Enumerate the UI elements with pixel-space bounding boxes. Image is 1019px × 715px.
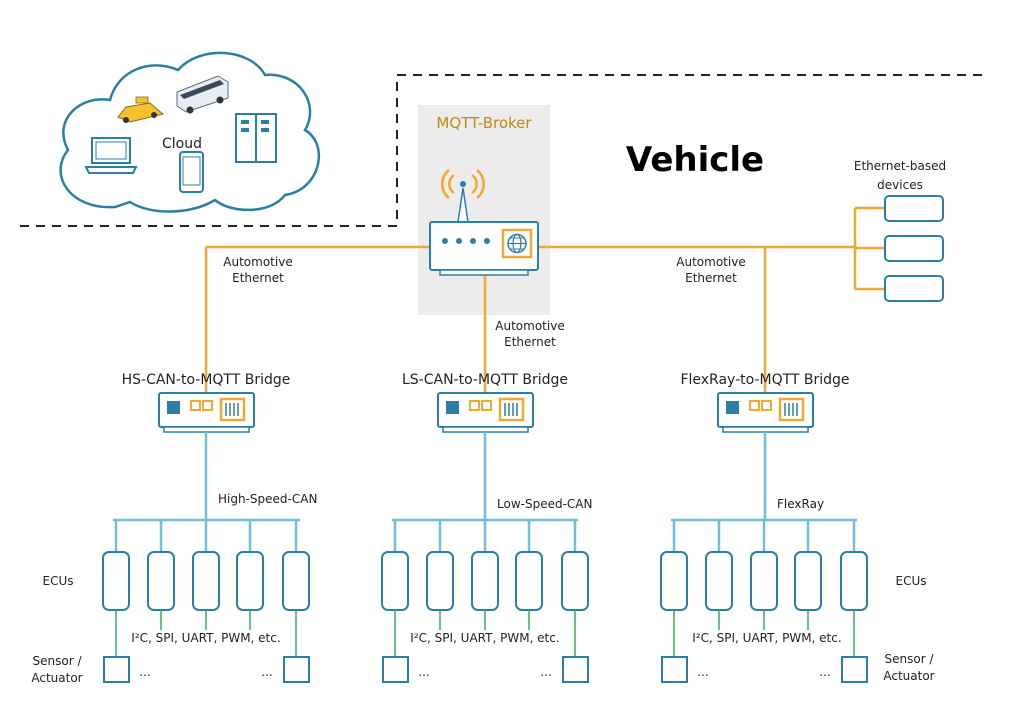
ecu: [840, 551, 868, 611]
ecu: [236, 551, 264, 611]
sensor: [283, 656, 310, 683]
sensor: [841, 656, 868, 683]
ecus-label-left: ECUs: [43, 574, 74, 588]
ecu: [426, 551, 454, 611]
bus-label: High-Speed-CAN: [218, 492, 317, 506]
ecu: [192, 551, 220, 611]
ecu: [471, 551, 499, 611]
ellipsis: ...: [540, 665, 551, 679]
auto-eth-right-2: Ethernet: [685, 271, 737, 285]
bridge-device-icon: [437, 392, 534, 433]
cloud-label: Cloud: [162, 136, 202, 152]
sensor: [661, 656, 688, 683]
phone-icon: [179, 151, 204, 193]
ethernet-device: [884, 235, 944, 262]
sensor-label-right-1: Sensor /: [885, 652, 935, 666]
ellipsis: ...: [819, 665, 830, 679]
bridge-device-icon: [158, 392, 255, 433]
ecu: [102, 551, 130, 611]
ecu: [561, 551, 589, 611]
router-icon: [429, 169, 539, 276]
bridge-column-hs-can: HS-CAN-to-MQTT Bridge High-Speed-CAN: [102, 372, 317, 683]
bridge-column-ls-can: LS-CAN-to-MQTT Bridge Low-Speed-CAN: [381, 372, 592, 683]
bus-label: FlexRay: [777, 497, 824, 511]
ecu: [750, 551, 778, 611]
protocols-label: I²C, SPI, UART, PWM, etc.: [410, 631, 559, 645]
vehicle-boundary: [20, 74, 985, 227]
laptop-icon: [84, 137, 138, 174]
ethernet-devices: [884, 195, 944, 302]
ellipsis: ...: [418, 665, 429, 679]
sensor-label-right-2: Actuator: [883, 669, 934, 683]
ethernet-devices-label-1: Ethernet-based: [854, 159, 946, 173]
vehicle-label: Vehicle: [626, 140, 764, 180]
bridge-title: LS-CAN-to-MQTT Bridge: [402, 372, 568, 388]
bus-icon: [176, 75, 229, 114]
sensor: [382, 656, 409, 683]
bridge-device-icon: [717, 392, 814, 433]
ethernet-device: [884, 195, 944, 222]
ecu: [660, 551, 688, 611]
auto-eth-center-1: Automotive: [495, 319, 564, 333]
auto-eth-left-2: Ethernet: [232, 271, 284, 285]
server-icon: [235, 113, 277, 163]
auto-eth-right-1: Automotive: [676, 255, 745, 269]
auto-eth-center-2: Ethernet: [504, 335, 556, 349]
sensor: [562, 656, 589, 683]
ecu: [381, 551, 409, 611]
protocols-label: I²C, SPI, UART, PWM, etc.: [692, 631, 841, 645]
sensor-label-left-2: Actuator: [31, 671, 82, 685]
auto-eth-left-1: Automotive: [223, 255, 292, 269]
bridge-title: FlexRay-to-MQTT Bridge: [680, 372, 849, 388]
ethernet-lines: [204, 206, 885, 395]
ecu: [705, 551, 733, 611]
sensor-label-left-1: Sensor /: [33, 654, 83, 668]
bus-label: Low-Speed-CAN: [497, 497, 592, 511]
ellipsis: ...: [139, 665, 150, 679]
ellipsis: ...: [261, 665, 272, 679]
taxi-icon: [117, 96, 165, 123]
ellipsis: ...: [697, 665, 708, 679]
broker-label: MQTT-Broker: [436, 114, 532, 132]
ecus-label-right: ECUs: [896, 574, 927, 588]
bridge-column-flexray: FlexRay-to-MQTT Bridge FlexRay: [660, 372, 868, 683]
sensor: [103, 656, 130, 683]
ecu: [282, 551, 310, 611]
ethernet-device: [884, 275, 944, 302]
ethernet-devices-label-2: devices: [877, 178, 923, 192]
protocols-label: I²C, SPI, UART, PWM, etc.: [131, 631, 280, 645]
ecu: [147, 551, 175, 611]
bridge-title: HS-CAN-to-MQTT Bridge: [122, 372, 291, 388]
ecu: [515, 551, 543, 611]
cloud-group: Cloud: [59, 51, 321, 213]
ecu: [794, 551, 822, 611]
